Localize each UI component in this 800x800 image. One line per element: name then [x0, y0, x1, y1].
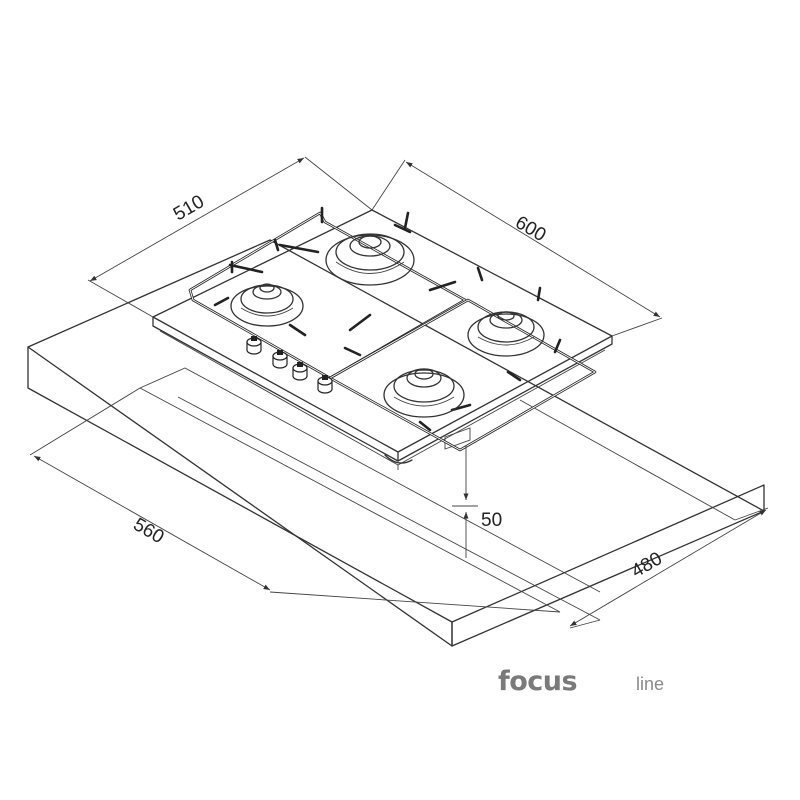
brand-suffix: line — [636, 674, 664, 694]
knob-2 — [272, 350, 288, 369]
dimension-560: 560 — [29, 387, 561, 613]
brand-name: focus — [498, 666, 577, 697]
dimension-480: 480 — [569, 507, 769, 629]
burner-front-right-medium — [383, 368, 465, 418]
dimension-label-50: 50 — [481, 510, 502, 531]
knob-1 — [246, 336, 262, 355]
worktop-slab — [27, 239, 765, 647]
cutout-opening — [139, 367, 736, 621]
dimension-label-510: 510 — [170, 191, 208, 225]
dimension-label-480: 480 — [628, 548, 666, 582]
burner-front-left-small — [230, 283, 304, 327]
control-knobs — [246, 336, 333, 394]
dimension-50: 50 — [452, 446, 502, 558]
dimension-510: 510 — [87, 156, 373, 318]
knob-4 — [317, 375, 333, 394]
knob-3 — [292, 362, 308, 381]
burner-rear-left-large — [325, 233, 415, 286]
dimension-label-560: 560 — [130, 514, 168, 548]
brand-logo: focus line — [498, 666, 664, 697]
dimension-label-600: 600 — [512, 212, 550, 246]
burner-right-medium — [467, 311, 545, 357]
dimension-600: 600 — [371, 159, 663, 337]
